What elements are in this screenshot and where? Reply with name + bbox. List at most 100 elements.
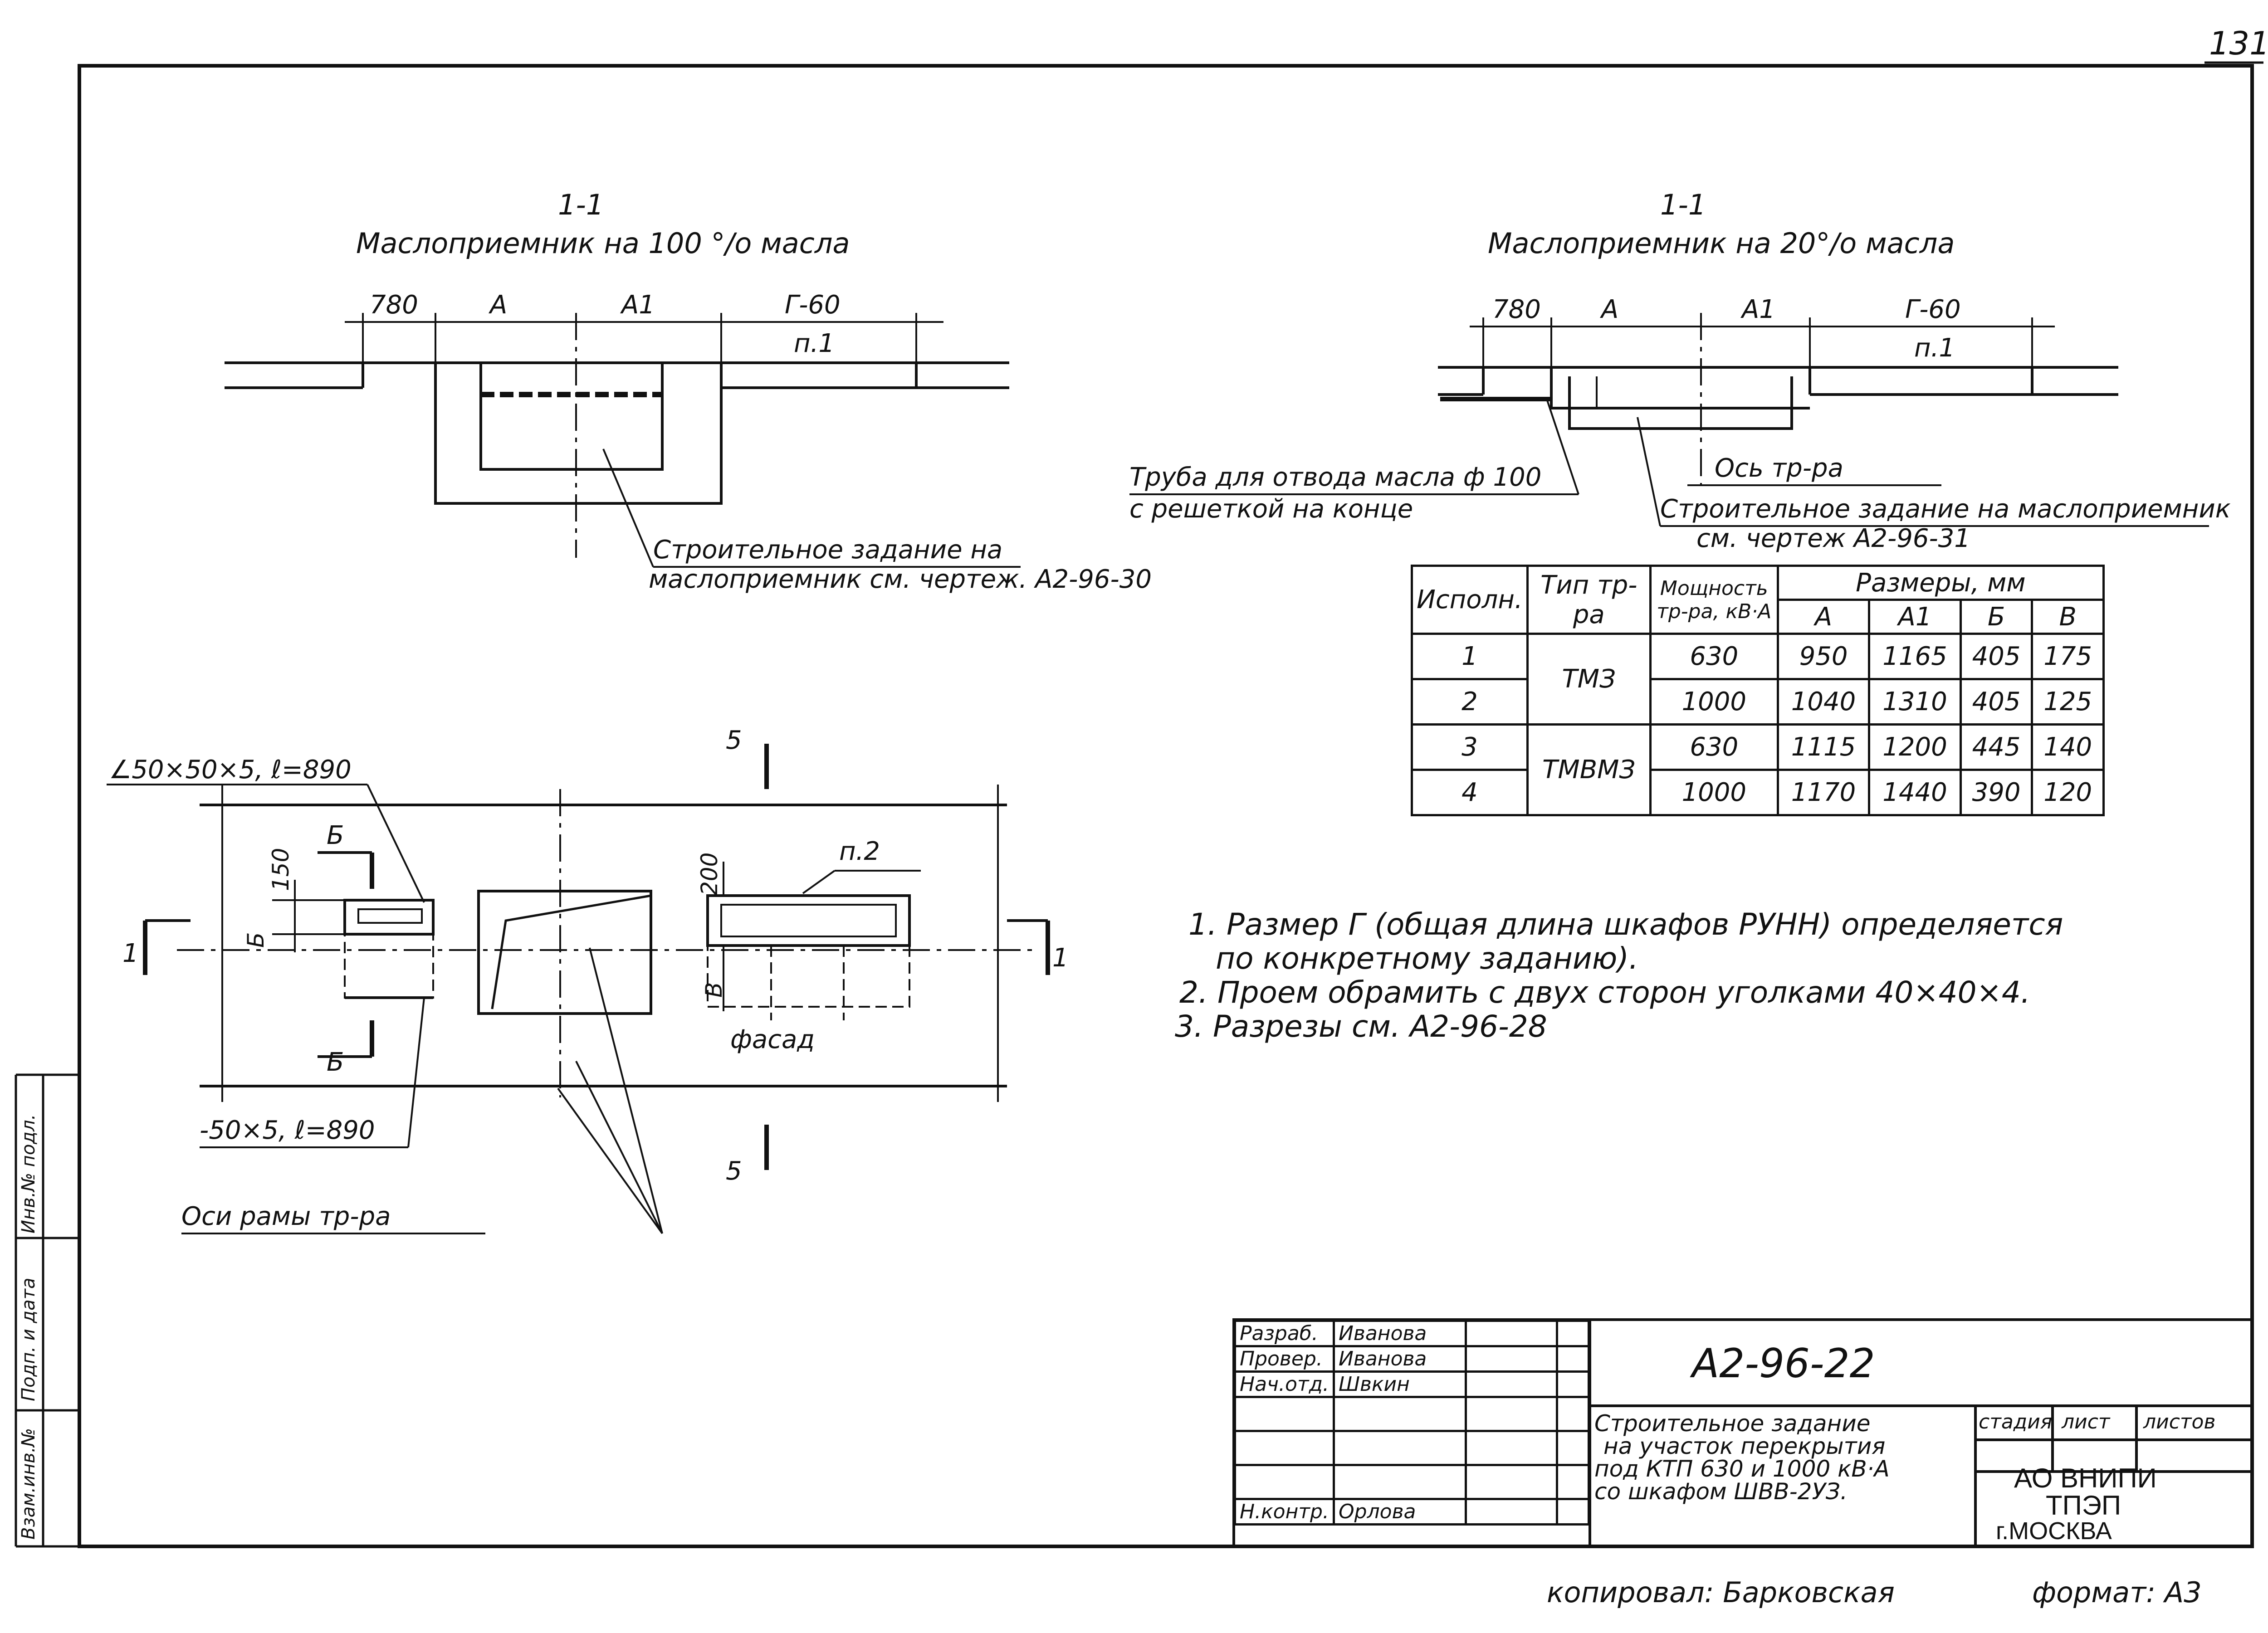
left-dim-780: 780: [370, 290, 418, 320]
name-norm-control: Орлова: [1333, 1498, 1467, 1526]
note-3: 3. Разрезы см. А2-96-28: [1175, 1009, 1547, 1044]
table-row: 3 ТМВМЗ 630 1115 1200 445 140: [1411, 723, 2105, 816]
right-callout-line1: Строительное задание на маслоприемник: [1660, 494, 2231, 524]
cell-n: 1: [1411, 633, 1529, 680]
side-stamp-inv: Инв.№ подл.: [18, 1114, 39, 1233]
strip-label: -50×5, ℓ=890: [200, 1116, 375, 1145]
cut-1-right: 1: [1052, 943, 1069, 973]
cell-a1: 1165: [1868, 633, 1962, 680]
drawing-code: А2-96-22: [1692, 1340, 1875, 1387]
cell-power: 630: [1649, 723, 1779, 771]
role-developer: Разраб.: [1234, 1320, 1335, 1347]
cell-a: 950: [1776, 633, 1871, 680]
table-row: 1 ТМЗ 630 950 1165 405 175: [1411, 633, 2105, 726]
left-dim-g60: Г-60: [785, 290, 841, 320]
description-line2: на участок перекрытия: [1603, 1433, 1886, 1459]
cell-a1: 1440: [1868, 769, 1962, 816]
dim-150: 150: [268, 848, 294, 891]
cut-1-left: 1: [122, 939, 139, 968]
left-view-title: Маслоприемник на 100 °/о масла: [356, 227, 850, 260]
title-block-frame: [1232, 1318, 2253, 1548]
cell-power: 630: [1649, 633, 1779, 680]
right-dim-a1: А1: [1742, 295, 1775, 324]
dim-200: 200: [696, 852, 723, 896]
org-line3: г.МОСКВА: [1996, 1517, 2112, 1545]
right-view-title: Маслоприемник на 20°/о масла: [1488, 227, 1955, 260]
header-col-b: Б: [1959, 599, 2033, 635]
plan-pos-p2: п.2: [839, 837, 880, 866]
org-line1: АО ВНИПИ: [2014, 1463, 2157, 1493]
role-norm-control: Н.контр.: [1234, 1498, 1335, 1526]
left-section-linework: [225, 313, 1021, 568]
description-line4: со шкафом ШВВ-2УЗ.: [1594, 1478, 1848, 1505]
note-1: 1. Размер Г (общая длина шкафов РУНН) оп…: [1188, 907, 2063, 942]
right-section-mark: 1-1: [1660, 188, 1706, 221]
cell-n: 2: [1411, 678, 1529, 726]
right-callout-line2: см. чертеж А2-96-31: [1696, 524, 1970, 553]
sheet-label: лист: [2062, 1410, 2110, 1433]
cell-type: ТМВМЗ: [1526, 723, 1652, 816]
left-dim-a: А: [490, 290, 508, 320]
cell-a1: 1310: [1868, 678, 1962, 726]
side-stamp-replace: Взам.инв.№: [18, 1428, 39, 1540]
header-type: Тип тр-ра: [1526, 565, 1652, 635]
cell-power: 1000: [1649, 769, 1779, 816]
note-1-cont: по конкретному заданию).: [1216, 941, 1639, 976]
dim-v: В: [701, 982, 727, 998]
left-callout-line1: Строительное задание на: [653, 535, 1003, 565]
sheets-label: листов: [2143, 1410, 2216, 1433]
right-section-linework: [1129, 313, 2209, 527]
cut-5-top: 5: [726, 726, 742, 755]
name-developer: Иванова: [1333, 1320, 1467, 1347]
left-pos-p1: п.1: [794, 329, 835, 358]
transformer-axis-label: Ось тр-ра: [1715, 453, 1843, 483]
cut-b-top: Б: [327, 821, 344, 850]
role-checker: Провер.: [1234, 1345, 1335, 1373]
table-row: 4 1000 1170 1440 390 120: [1411, 769, 2105, 816]
note-2: 2. Проем обрамить с двух сторон уголками…: [1179, 975, 2030, 1010]
header-col-a1: А1: [1868, 599, 1962, 635]
footer-copied: копировал: Барковская: [1547, 1576, 1895, 1609]
header-power: Мощность тр-ра, кВ·А: [1649, 565, 1779, 635]
description-line1: Строительное задание: [1594, 1410, 1871, 1437]
cell-a: 1170: [1776, 769, 1871, 816]
header-ispoln: Исполн.: [1411, 565, 1529, 635]
cell-a: 1040: [1776, 678, 1871, 726]
page-number: 131: [2209, 25, 2268, 62]
pipe-callout-line1: Труба для отвода масла ф 100: [1129, 463, 1542, 492]
cell-v: 175: [2031, 633, 2105, 680]
angle-label: ∠50×50×5, ℓ=890: [109, 755, 352, 785]
cell-a1: 1200: [1868, 723, 1962, 771]
cut-5-bottom: 5: [726, 1156, 742, 1186]
left-section-mark: 1-1: [558, 188, 604, 221]
frame-axes-label: Оси рамы тр-ра: [181, 1202, 391, 1231]
cell-type: ТМЗ: [1526, 633, 1652, 726]
header-col-v: В: [2031, 599, 2105, 635]
stage-label: стадия: [1979, 1410, 2053, 1433]
role-head: Нач.отд.: [1234, 1370, 1335, 1398]
right-dim-g60: Г-60: [1905, 295, 1961, 324]
sheet-frame: [78, 64, 2254, 1548]
header-col-a: А: [1776, 599, 1871, 635]
title-block-signatures: Разраб.Иванова Провер.Иванова Нач.отд.Шв…: [1234, 1320, 1590, 1526]
cut-b-bottom: Б: [327, 1048, 344, 1077]
right-dim-780: 780: [1492, 295, 1541, 324]
description-line3: под КТП 630 и 1000 кВ·А: [1594, 1456, 1890, 1482]
side-stamp-sign: Подп. и дата: [18, 1277, 39, 1401]
cell-v: 140: [2031, 723, 2105, 771]
plan-view-linework: [107, 744, 1050, 1234]
cell-v: 120: [2031, 769, 2105, 816]
spec-table: Исполн. Тип тр-ра Мощность тр-ра, кВ·А Р…: [1411, 565, 2105, 816]
cell-power: 1000: [1649, 678, 1779, 726]
cell-v: 125: [2031, 678, 2105, 726]
org-line2: ТПЭП: [2046, 1490, 2121, 1521]
left-callout-line2: маслоприемник см. чертеж. А2-96-30: [649, 565, 1152, 594]
cell-b: 405: [1959, 678, 2033, 726]
table-row: 2 1000 1040 1310 405 125: [1411, 678, 2105, 726]
name-checker: Иванова: [1333, 1345, 1467, 1373]
cell-a: 1115: [1776, 723, 1871, 771]
facade-label: фасад: [730, 1025, 815, 1054]
right-pos-p1: п.1: [1914, 333, 1955, 363]
left-dim-a1: А1: [621, 290, 655, 320]
